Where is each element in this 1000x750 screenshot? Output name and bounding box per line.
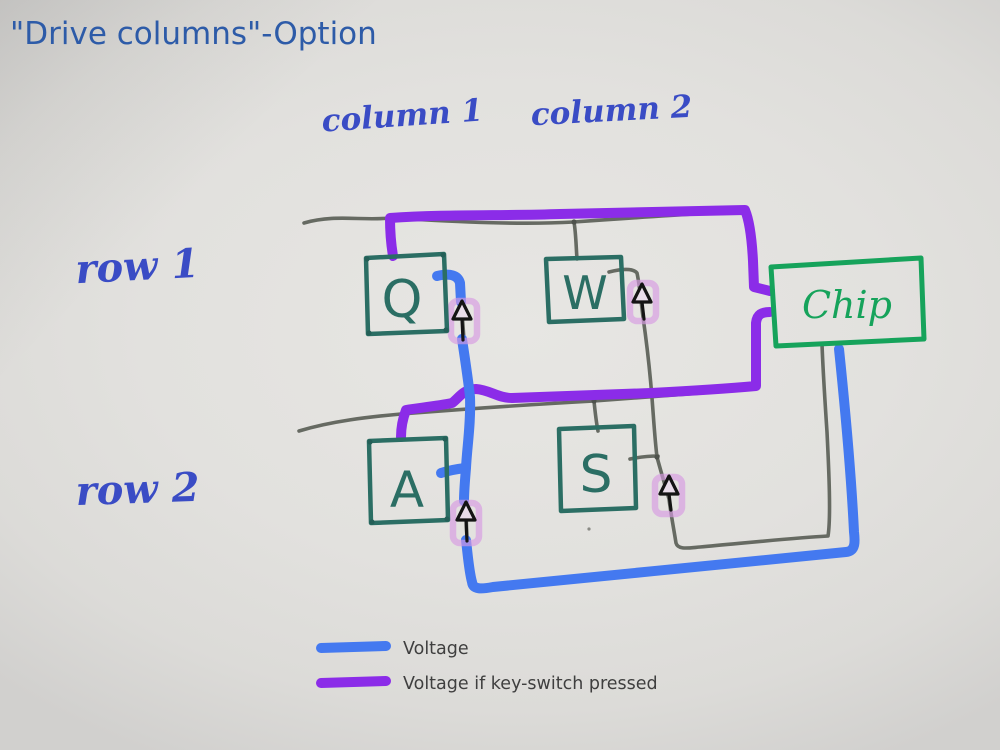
voltage-q-stub-trace — [432, 269, 466, 307]
switch-label-q: Q — [382, 270, 423, 330]
voltage-layer — [432, 269, 860, 594]
row2-label: row 2 — [75, 464, 201, 515]
legend: Voltage Voltage if key-switch pressed — [316, 639, 658, 694]
switch-box-s — [556, 423, 639, 514]
legend-voltage-swatch — [316, 641, 391, 653]
diode-arrow-s-icon — [658, 474, 680, 496]
voltage-a-stub-trace — [436, 463, 470, 478]
box-corner-dot — [443, 327, 449, 333]
pressed-voltage-row2-trace — [396, 307, 775, 442]
box-corner-dot — [369, 519, 375, 525]
chip-box — [768, 255, 927, 349]
column2-label: column 2 — [530, 89, 693, 133]
switch-boxes-layer: Q W A S Chip — [363, 251, 927, 526]
switch-w-top-stub-wire — [572, 220, 579, 261]
voltage-return-trace — [461, 344, 860, 594]
box-corner-dot — [442, 436, 448, 442]
diode-arrow-w-icon — [631, 282, 653, 304]
pressed-voltage-row1-trace — [385, 205, 775, 296]
paper-speck — [587, 527, 591, 531]
diode-layer — [447, 279, 686, 547]
pressed-voltage-layer — [385, 205, 775, 442]
switch-box-w — [543, 254, 627, 325]
switch-label-w: W — [562, 266, 607, 320]
box-corner-dot — [364, 256, 370, 262]
diode-arrow-a-icon — [455, 500, 477, 522]
column1-label: column 1 — [320, 92, 484, 139]
switch-label-a: A — [390, 461, 424, 519]
box-corner-dot — [367, 439, 373, 445]
box-corner-dot — [444, 516, 450, 522]
legend-pressed-swatch — [316, 676, 391, 688]
diode-arrow-s-stem — [667, 492, 673, 512]
diode-arrow-q-icon — [451, 299, 473, 321]
chip-label: Chip — [802, 283, 892, 327]
voltage-column1-mid-trace — [457, 334, 476, 506]
box-corner-dot — [366, 330, 372, 336]
switch-label-s: S — [579, 445, 612, 505]
junction-dot-col2-s — [654, 454, 660, 460]
diode-arrow-w-stem — [640, 300, 646, 321]
diode-arrow-a-stem — [464, 518, 469, 543]
box-corner-dot — [440, 252, 446, 258]
legend-pressed-label: Voltage if key-switch pressed — [403, 674, 658, 694]
junction-dot-row1-w — [571, 219, 577, 225]
page-title: "Drive columns"-Option — [10, 16, 377, 52]
legend-voltage-label: Voltage — [403, 639, 469, 659]
row1-wire — [302, 209, 773, 293]
row1-label: row 1 — [74, 240, 200, 293]
diode-arrow-q-stem — [460, 317, 465, 342]
